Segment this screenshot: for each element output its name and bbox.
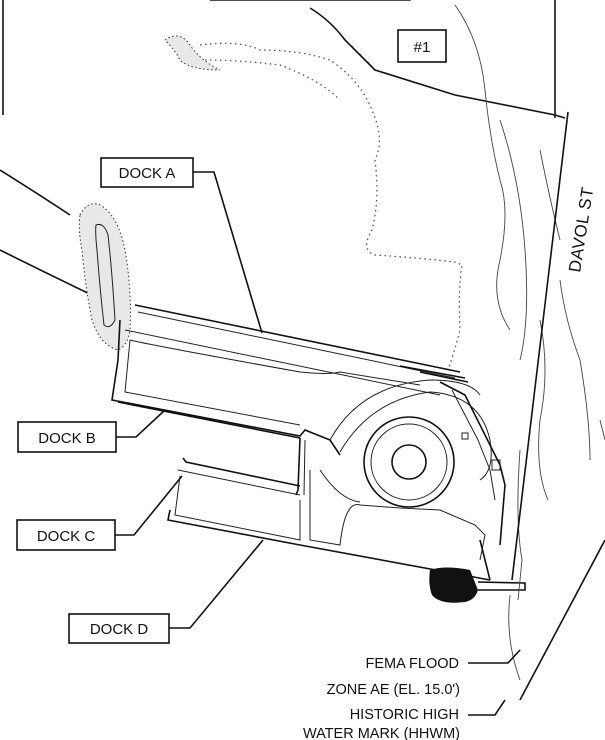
fema-line-2: ZONE AE (EL. 15.0') <box>327 682 460 698</box>
hhwm-line-2: WATER MARK (HHWM) <box>303 726 460 740</box>
dock-b-callout: DOCK B <box>17 409 166 453</box>
dock-c-callout: DOCK C <box>16 475 183 551</box>
dock-b-label: DOCK B <box>38 430 96 447</box>
map-number-box: #1 <box>397 29 447 63</box>
hhwm-note: HISTORIC HIGH WATER MARK (HHWM) <box>303 699 506 740</box>
pier <box>477 581 526 591</box>
dock-d-callout: DOCK D <box>68 539 264 644</box>
street-label: DAVOL ST <box>565 186 597 274</box>
dock-d-label: DOCK D <box>90 621 149 638</box>
parcel-boundary <box>210 0 566 119</box>
fema-line-1: FEMA FLOOD <box>366 656 459 672</box>
breakwater-peninsula <box>78 203 131 351</box>
upper-left-edge-lines <box>0 0 99 299</box>
dock-a-callout: DOCK A <box>100 157 263 334</box>
dock-a-label: DOCK A <box>119 165 176 182</box>
map-number: #1 <box>414 39 431 56</box>
dotted-shoreline <box>164 35 463 371</box>
shoreline <box>454 4 605 681</box>
boat-ramp <box>429 567 478 603</box>
fema-flood-zone-note: FEMA FLOOD ZONE AE (EL. 15.0') <box>327 649 521 698</box>
davol-street-lines <box>511 111 605 701</box>
dock-c-label: DOCK C <box>37 528 96 545</box>
marina-basin <box>111 304 506 581</box>
hhwm-line-1: HISTORIC HIGH <box>350 707 459 723</box>
